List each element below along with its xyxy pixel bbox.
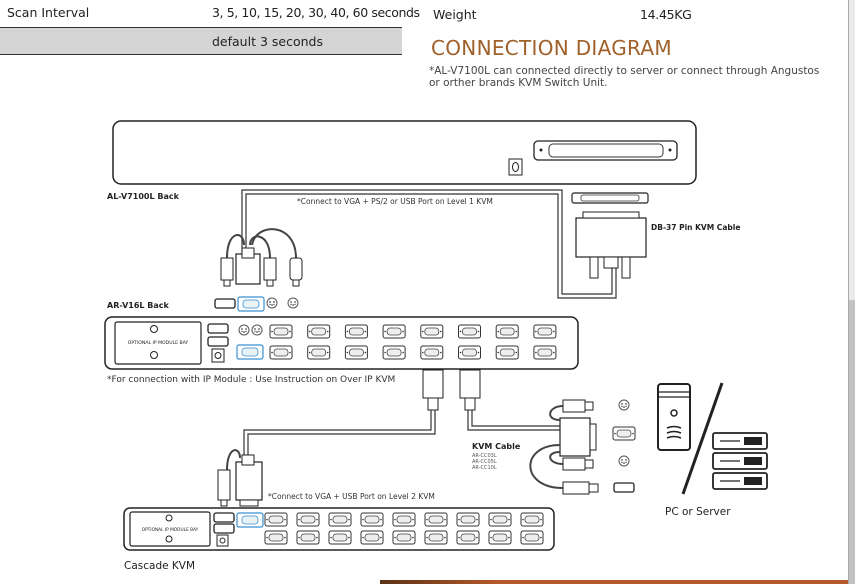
vga-port xyxy=(456,512,480,527)
al-back-label: AL-V7100L Back xyxy=(107,192,180,201)
diagram-note: *AL-V7100L can connected directly to ser… xyxy=(429,65,820,89)
connect-level2-note: *Connect to VGA + USB Port on Level 2 KV… xyxy=(268,492,435,501)
scan-interval-label: Scan Interval xyxy=(7,5,90,20)
scan-interval-default: default 3 seconds xyxy=(212,34,323,49)
vga-port xyxy=(533,324,557,339)
db37-label: DB-37 Pin KVM Cable xyxy=(651,223,740,232)
kvm-cable-model: AR-CC10L xyxy=(472,465,497,471)
kvm-cable-model: AR-CC05L xyxy=(472,459,497,465)
vga-port xyxy=(269,324,293,339)
vga-port xyxy=(392,512,416,527)
vga-port xyxy=(424,530,448,545)
vga-port xyxy=(456,530,480,545)
vga-port xyxy=(424,512,448,527)
vga-port xyxy=(488,512,512,527)
vga-port xyxy=(495,324,519,339)
vga-port xyxy=(296,530,320,545)
vga-port xyxy=(264,512,288,527)
vga-port xyxy=(458,345,481,360)
db37-cable xyxy=(571,192,649,279)
scrollbar-track[interactable] xyxy=(848,0,855,584)
vga-port xyxy=(307,345,331,360)
divider xyxy=(0,27,402,28)
vga-port xyxy=(382,324,406,339)
pc-tower-icon xyxy=(657,383,691,451)
default-row xyxy=(0,28,402,55)
vga-port xyxy=(360,512,384,527)
server-rack-icon xyxy=(712,432,768,490)
weight-label: Weight xyxy=(433,7,477,22)
diagram-title: CONNECTION DIAGRAM xyxy=(431,36,672,60)
connect-level1-note: *Connect to VGA + PS/2 or USB Port on Le… xyxy=(297,197,493,206)
vga-port xyxy=(495,345,519,360)
vga-port xyxy=(420,324,444,339)
kvm-cable xyxy=(529,399,599,495)
vga-port xyxy=(307,324,331,339)
kvm-cable-label: KVM Cable xyxy=(472,442,521,451)
vga-port xyxy=(264,530,288,545)
vga-port xyxy=(296,512,320,527)
vga-port xyxy=(382,345,406,360)
pc-or-server-label: PC or Server xyxy=(665,506,731,518)
footer-accent-bar xyxy=(380,580,848,584)
slash-divider xyxy=(681,382,724,495)
level1-kvm-cable xyxy=(220,228,303,287)
vga-port xyxy=(520,530,544,545)
vga-port-icon xyxy=(612,426,636,441)
scrollbar-thumb[interactable] xyxy=(849,300,855,584)
ps2-port-icon xyxy=(618,399,630,411)
kvm-cable-model: AR-CC03L xyxy=(472,453,497,459)
usb-port-icon xyxy=(613,482,635,493)
cascade-cable xyxy=(217,369,560,507)
al-v7100l-unit xyxy=(112,120,697,185)
ip-module-note: *For connection with IP Module : Use Ins… xyxy=(107,375,395,385)
vga-port-highlight xyxy=(237,296,265,312)
cascade-kvm-label: Cascade KVM xyxy=(124,560,195,572)
ar-back-label: AR-V16L Back xyxy=(107,301,170,310)
scan-interval-value: 3, 5, 10, 15, 20, 30, 40, 60 seconds xyxy=(212,5,420,20)
optional-bay-label: OPTIONAL IP MODULE BAY xyxy=(128,340,189,346)
vga-port xyxy=(520,512,544,527)
vga-port xyxy=(269,345,293,360)
vga-port xyxy=(488,530,512,545)
optional-bay-label: OPTIONAL IP MODULE BAY xyxy=(142,527,199,533)
weight-value: 14.45KG xyxy=(640,7,692,22)
ps2-port-icon xyxy=(618,455,630,467)
vga-port xyxy=(420,345,444,360)
vga-port xyxy=(328,530,352,545)
vga-port xyxy=(533,345,557,360)
vga-port xyxy=(344,324,368,339)
vga-port xyxy=(344,345,368,360)
vga-port xyxy=(328,512,352,527)
vga-port xyxy=(392,530,416,545)
vga-port xyxy=(458,324,481,339)
vga-port xyxy=(360,530,384,545)
